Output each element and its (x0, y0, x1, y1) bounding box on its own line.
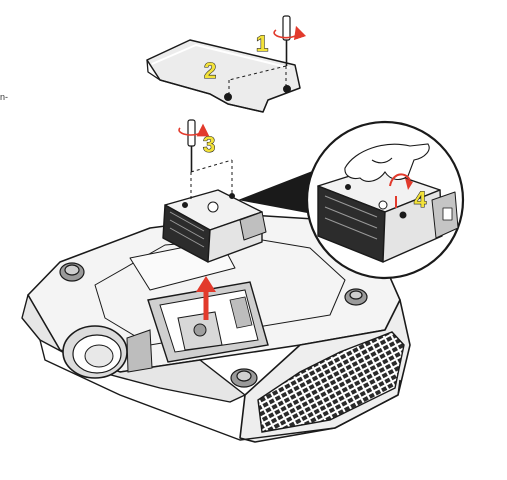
edge-text-fragment: n- (0, 92, 8, 102)
lamp-module (162, 189, 267, 263)
detail-callout-circle (305, 120, 465, 280)
lamp-cover (146, 39, 301, 113)
lift-arrow (196, 276, 216, 320)
lever-arrow (389, 173, 413, 208)
guide-lines-step1 (228, 65, 287, 95)
vent-grille (257, 331, 405, 433)
magnified-lamp-module (317, 167, 459, 263)
hand-icon (344, 143, 430, 182)
guide-lines-step3 (190, 159, 233, 200)
lens (62, 325, 153, 379)
screwdriver-icon-step1 (273, 15, 307, 66)
step-number-4: 4 (414, 187, 427, 212)
step-number-3: 3 (203, 132, 215, 157)
lamp-bay (147, 281, 269, 363)
callout-pointer (238, 170, 318, 215)
feet (59, 262, 368, 388)
screwdriver-icon-step3 (178, 119, 210, 172)
step-number-1: 1 (256, 31, 268, 56)
step-number-2: 2 (204, 58, 216, 83)
